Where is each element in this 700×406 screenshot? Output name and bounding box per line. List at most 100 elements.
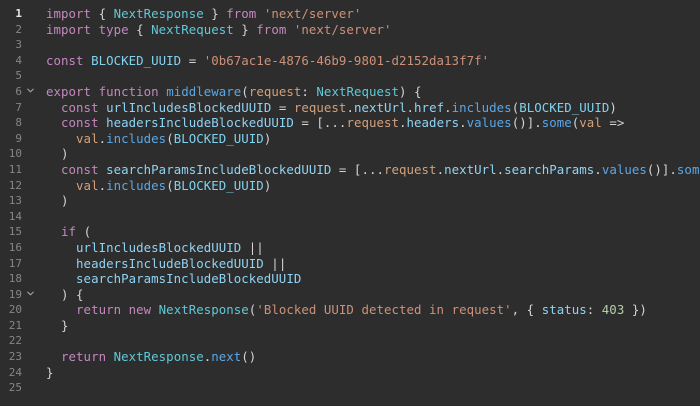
line-number: 22: [8, 334, 22, 348]
token-const: BLOCKED_UUID: [173, 130, 264, 146]
chevron-down-icon[interactable]: [22, 287, 38, 303]
token-punc: (: [248, 302, 257, 318]
code-line[interactable]: 7 const urlIncludesBlockedUUID = request…: [0, 100, 700, 116]
token-punc: :: [301, 83, 317, 99]
token-fn: includes: [106, 130, 167, 146]
code-line[interactable]: 10 ): [0, 146, 700, 162]
token-punc: ): [46, 146, 69, 162]
code-line[interactable]: 3: [0, 37, 700, 53]
token-punc: ()].: [646, 161, 677, 177]
token-param: request: [346, 115, 400, 131]
line-content: const urlIncludesBlockedUUID = request.n…: [38, 100, 700, 116]
line-number: 18: [8, 272, 22, 286]
token-punc: [46, 178, 76, 193]
token-var: urlIncludesBlockedUUID: [106, 99, 272, 115]
token-punc: }): [624, 302, 647, 318]
token-punc: [46, 240, 76, 255]
line-number: 15: [8, 225, 22, 239]
code-line[interactable]: 25: [0, 380, 700, 396]
line-number: 4: [15, 53, 22, 67]
token-punc: [46, 115, 61, 130]
token-fn: middleware: [166, 83, 242, 99]
code-line[interactable]: 5: [0, 68, 700, 84]
token-var: searchParamsIncludeBlockedUUID: [76, 271, 302, 287]
token-punc: , {: [511, 302, 542, 318]
token-param: request: [383, 161, 437, 177]
token-cls: NextResponse: [113, 6, 204, 21]
token-punc: (): [241, 349, 257, 365]
code-line[interactable]: 12 val.includes(BLOCKED_UUID): [0, 178, 700, 194]
line-content: ): [38, 146, 700, 162]
token-punc: ...: [323, 115, 347, 131]
line-number: 20: [8, 303, 22, 317]
token-str: 'Blocked UUID detected in request': [256, 302, 512, 318]
line-content: searchParamsIncludeBlockedUUID: [38, 271, 700, 287]
token-punc: .: [459, 115, 467, 131]
code-line[interactable]: 19 ) {: [0, 287, 700, 303]
line-number: 1: [15, 7, 22, 20]
token-punc: (: [571, 115, 580, 131]
token-punc: ): [263, 177, 272, 193]
code-line[interactable]: 21 }: [0, 318, 700, 334]
line-number: 16: [8, 240, 22, 254]
line-content: }: [38, 365, 700, 381]
code-line[interactable]: 18 searchParamsIncludeBlockedUUID: [0, 271, 700, 287]
token-punc: ) {: [399, 83, 422, 99]
token-prop: nextUrl: [444, 161, 497, 177]
line-number: 9: [15, 131, 22, 145]
line-content: ): [38, 193, 700, 209]
token-const: BLOCKED_UUID: [519, 99, 610, 115]
code-line[interactable]: 20 return new NextResponse('Blocked UUID…: [0, 302, 700, 318]
token-punc: [121, 302, 129, 317]
token-punc: .: [399, 115, 407, 131]
line-number: 11: [8, 162, 22, 176]
token-prop: searchParams: [504, 161, 595, 177]
line-number: 6: [15, 84, 22, 98]
token-punc: (: [511, 99, 520, 115]
code-line[interactable]: 17 headersIncludeBlockedUUID ||: [0, 256, 700, 272]
token-kw: from: [226, 6, 257, 21]
code-line[interactable]: 24}: [0, 365, 700, 381]
code-line[interactable]: 15 if (: [0, 224, 700, 240]
token-cls: NextRequest: [316, 83, 400, 99]
token-punc: .: [594, 161, 602, 177]
token-kw: const: [61, 115, 99, 131]
code-line[interactable]: 23 return NextResponse.next(): [0, 349, 700, 365]
line-number: 19: [8, 287, 22, 301]
token-punc: {: [91, 6, 114, 21]
code-line[interactable]: 16 urlIncludesBlockedUUID ||: [0, 240, 700, 256]
code-line[interactable]: 9 val.includes(BLOCKED_UUID): [0, 131, 700, 147]
token-punc: ): [46, 193, 69, 209]
line-number: 12: [8, 178, 22, 192]
token-punc: (: [241, 83, 249, 99]
code-line[interactable]: 14: [0, 209, 700, 225]
token-cls: NextRequest: [151, 21, 234, 37]
token-var: urlIncludesBlockedUUID: [76, 239, 242, 255]
token-punc: .: [406, 99, 415, 115]
token-punc: }: [46, 364, 54, 380]
token-param: request: [293, 99, 347, 115]
code-line[interactable]: 13 ): [0, 193, 700, 209]
token-punc: .: [98, 177, 107, 193]
code-line[interactable]: 22: [0, 333, 700, 349]
code-line[interactable]: 8 const headersIncludeBlockedUUID = [...…: [0, 115, 700, 131]
token-var: headersIncludeBlockedUUID: [76, 255, 264, 271]
token-kw: export: [46, 83, 92, 99]
token-fn: values: [466, 115, 512, 131]
token-const: BLOCKED_UUID: [91, 52, 182, 68]
token-punc: [99, 162, 107, 177]
line-content: urlIncludesBlockedUUID ||: [38, 240, 700, 256]
token-cls: NextResponse: [158, 302, 249, 318]
token-punc: .: [98, 130, 107, 146]
token-kw: import: [46, 21, 92, 37]
chevron-down-icon[interactable]: [22, 84, 38, 100]
token-var: headersIncludeBlockedUUID: [106, 115, 294, 131]
token-kw: const: [61, 161, 99, 177]
token-kw: type: [98, 21, 129, 37]
code-line[interactable]: 11 const searchParamsIncludeBlockedUUID …: [0, 162, 700, 178]
